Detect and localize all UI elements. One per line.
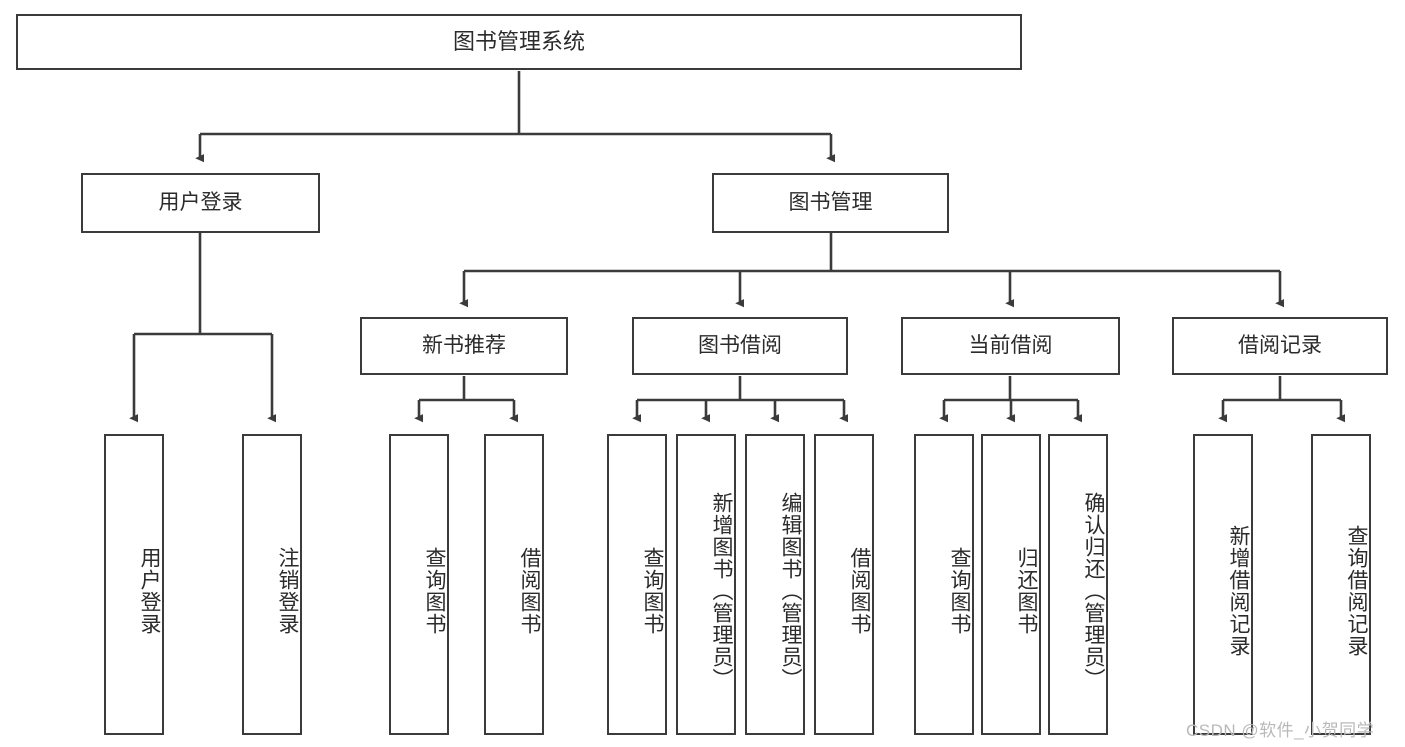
node-leaf-query-book-1[interactable]: 查询图书 [389, 434, 449, 735]
node-leaf-borrow-book-1[interactable]: 借阅图书 [484, 434, 544, 735]
node-leaf-add-record[interactable]: 新增借阅记录 [1193, 434, 1253, 735]
node-leaf-edit-book[interactable]: 编辑图书（管理员） [745, 434, 805, 735]
node-book-management[interactable]: 图书管理 [712, 173, 949, 233]
node-leaf-add-book[interactable]: 新增图书（管理员） [676, 434, 736, 735]
node-new-book-recommend[interactable]: 新书推荐 [360, 317, 568, 375]
node-leaf-query-record[interactable]: 查询借阅记录 [1311, 434, 1371, 735]
node-leaf-user-login[interactable]: 用户登录 [104, 434, 164, 735]
node-user-login[interactable]: 用户登录 [81, 173, 320, 233]
node-leaf-logout-login[interactable]: 注销登录 [242, 434, 302, 735]
node-leaf-query-book-3[interactable]: 查询图书 [914, 434, 974, 735]
node-leaf-confirm-return[interactable]: 确认归还（管理员） [1048, 434, 1108, 735]
node-borrow-record[interactable]: 借阅记录 [1172, 317, 1388, 375]
node-root[interactable]: 图书管理系统 [16, 14, 1022, 70]
node-leaf-return-book[interactable]: 归还图书 [981, 434, 1041, 735]
node-current-borrow[interactable]: 当前借阅 [901, 317, 1120, 375]
node-leaf-query-book-2[interactable]: 查询图书 [607, 434, 667, 735]
csdn-watermark: CSDN @软件_小贺同学 [1186, 721, 1375, 740]
node-leaf-borrow-book-2[interactable]: 借阅图书 [814, 434, 874, 735]
node-book-borrow[interactable]: 图书借阅 [632, 317, 848, 375]
